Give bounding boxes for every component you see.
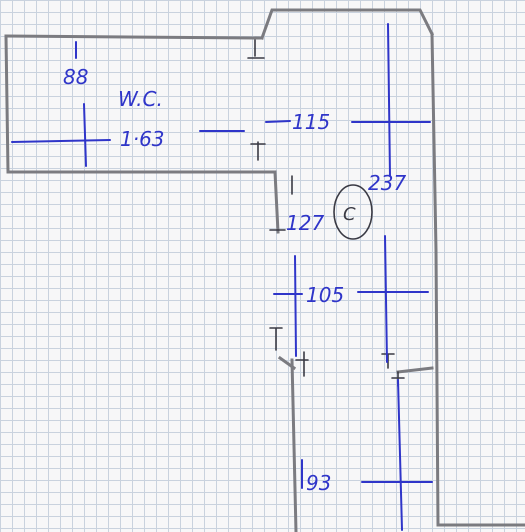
door-stub-left bbox=[277, 355, 297, 371]
dim-label-127: 127 bbox=[286, 211, 324, 235]
dim-label-115: 115 bbox=[292, 110, 330, 134]
dim-115-left bbox=[265, 120, 291, 123]
dim-label-93: 93 bbox=[306, 471, 331, 495]
door-mark-lower-left-2 bbox=[295, 351, 309, 377]
dim-wc-horizontal bbox=[11, 139, 111, 143]
dim-237-vertical bbox=[387, 23, 391, 177]
door-mark-mid bbox=[250, 141, 266, 161]
step-wall bbox=[273, 170, 280, 234]
wc-left-wall bbox=[4, 34, 10, 174]
dim-label-237: 237 bbox=[368, 171, 406, 195]
dim-label-88: 88 bbox=[63, 65, 88, 89]
labels: 88 W.C. 1·63 115 237 127 C 105 93 bbox=[63, 65, 406, 495]
dim-label-105: 105 bbox=[306, 283, 344, 307]
room-marker-circle bbox=[333, 184, 373, 240]
dim-105-right-vertical bbox=[384, 235, 388, 363]
room-label-wc: W.C. bbox=[118, 87, 163, 111]
door-marks bbox=[247, 39, 405, 387]
door-mark-lower-right bbox=[381, 353, 395, 369]
door-stub-right bbox=[396, 366, 434, 374]
dim-105-left-vertical bbox=[294, 255, 297, 357]
dim-93-vertical bbox=[397, 379, 403, 531]
corridor-left-wall bbox=[290, 358, 298, 532]
dim-wc-vertical bbox=[83, 103, 87, 167]
alcove-top-wall bbox=[260, 8, 435, 40]
right-outer-wall bbox=[430, 32, 525, 527]
wc-top-wall bbox=[4, 34, 264, 40]
room-marker-letter: C bbox=[343, 204, 356, 225]
door-mark-lower-left bbox=[269, 327, 283, 351]
room-marker bbox=[333, 184, 373, 240]
dimension-lines bbox=[11, 23, 433, 531]
walls bbox=[4, 8, 525, 532]
dim-label-163: 1·63 bbox=[120, 127, 165, 151]
door-mark-top bbox=[247, 39, 265, 59]
